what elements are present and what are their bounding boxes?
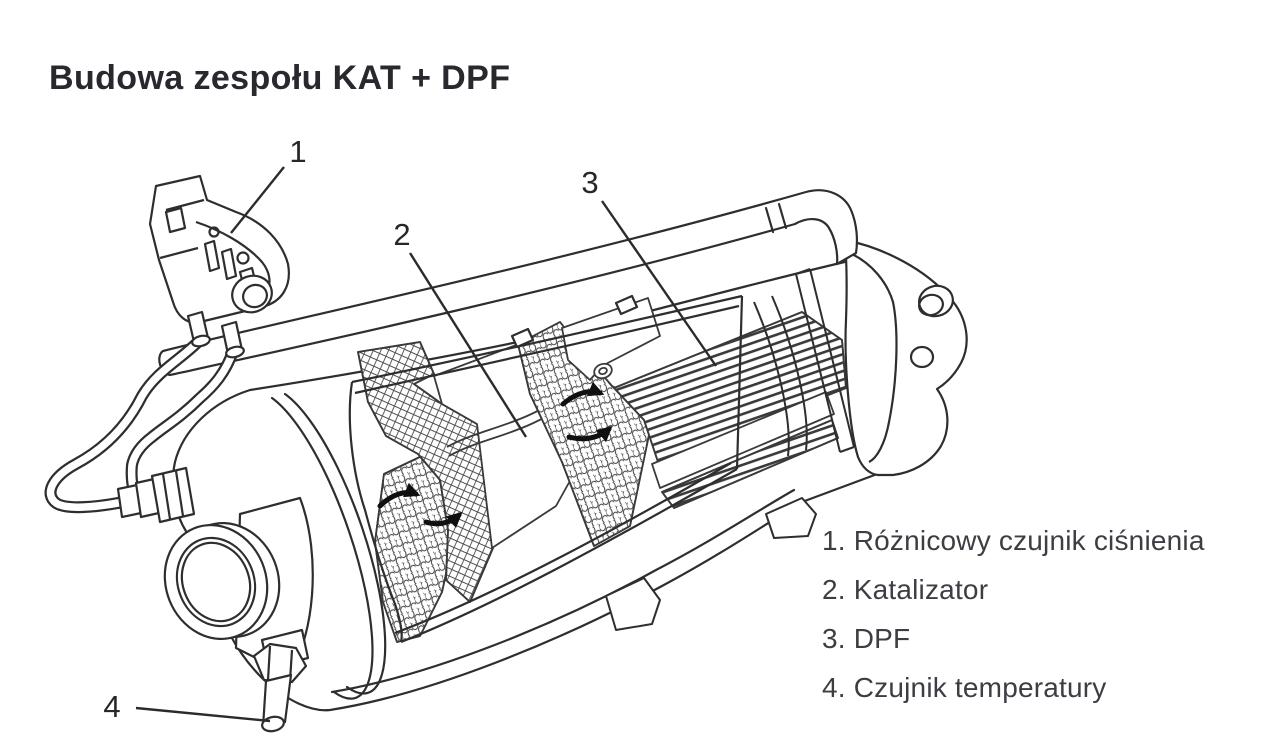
cutaway-internals xyxy=(348,268,855,644)
outlet-flange xyxy=(843,238,968,477)
cutaway-edges xyxy=(348,294,744,644)
legend: 1. Różnicowy czujnik ciśnienia 2. Katali… xyxy=(822,527,1205,723)
legend-item-pressure-sensor: 1. Różnicowy czujnik ciśnienia xyxy=(822,525,1205,556)
shell-seams xyxy=(605,268,855,631)
callout-leaders xyxy=(135,166,717,723)
leader-1 xyxy=(230,166,285,234)
inlet-pipe xyxy=(163,496,314,676)
marker-4: 4 xyxy=(103,689,120,724)
legend-item-dpf: 3. DPF xyxy=(822,623,911,654)
leader-2 xyxy=(408,252,528,438)
pressure-hoses xyxy=(44,335,239,514)
flow-arrows xyxy=(377,381,613,528)
callout-numbers: 1 2 3 4 xyxy=(103,134,598,724)
page-title: Budowa zespołu KAT + DPF xyxy=(49,58,511,97)
catalyst-grid xyxy=(357,341,494,603)
marker-2: 2 xyxy=(393,217,410,252)
dpf-wrap xyxy=(561,297,661,381)
leader-3 xyxy=(601,200,717,367)
legend-item-catalyst: 2. Katalizator xyxy=(822,574,989,605)
marker-3: 3 xyxy=(581,165,598,200)
legend-item-temperature-sensor: 4. Czujnik temperatury xyxy=(822,672,1107,703)
pressure-tap-fitting xyxy=(116,466,196,524)
pressure-sensor-drawing xyxy=(148,174,290,359)
marker-1: 1 xyxy=(289,134,306,169)
leader-4 xyxy=(135,706,271,723)
temperature-sensor-drawing xyxy=(252,628,310,733)
